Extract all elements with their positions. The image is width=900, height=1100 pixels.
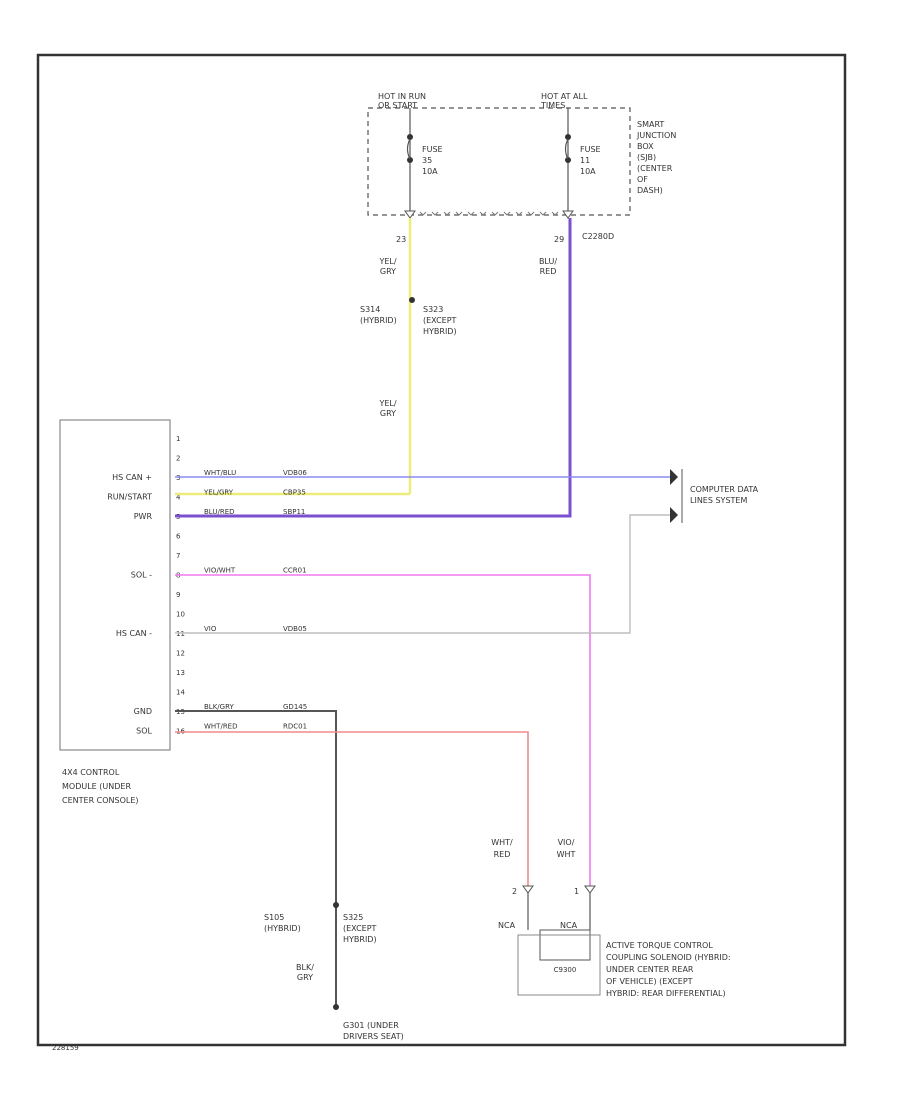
connector-c2280d: C2280D: [582, 232, 614, 241]
fuse-35-element: [406, 138, 411, 160]
module-signal-label: HS CAN +: [112, 473, 152, 482]
module-signal-label: SOL: [136, 727, 152, 736]
splice-s314-s323: [409, 297, 415, 303]
wire-circuit-label: RDC01: [283, 723, 307, 731]
pin-23-terminal: [404, 210, 416, 219]
connector-tooth: [503, 211, 511, 216]
module-signal-label: PWR: [134, 512, 153, 521]
wire-circuit-label: SBP11: [283, 508, 305, 516]
solenoid-pin-2-label: 2: [512, 887, 517, 896]
pin-23-label: 23: [396, 235, 406, 244]
wire-color-label: VIO/WHT: [204, 567, 236, 575]
wire-color-label: BLU/RED: [204, 508, 235, 516]
solenoid-conn-left: NCA: [498, 921, 516, 930]
solenoid-pin-2-terminal: [522, 885, 534, 894]
arrow-hs-can-plus: [670, 469, 678, 485]
wire-circuit-label: GD145: [283, 703, 307, 711]
module-pin-7: 7: [176, 552, 180, 560]
module-pin-13: 13: [176, 669, 185, 677]
connector-tooth: [491, 211, 499, 216]
connector-tooth: [455, 211, 463, 216]
solenoid-box: [517, 934, 601, 996]
wire-circuit-label: CCR01: [283, 567, 307, 575]
ground-g301-node: [333, 1004, 339, 1010]
connector-tooth: [527, 211, 535, 216]
connector-tooth: [467, 211, 475, 216]
module-pin-12: 12: [176, 650, 185, 658]
label-blu-red-top: BLU/RED: [539, 257, 557, 276]
module-signal-label: GND: [134, 707, 152, 716]
module-pin-4: 4: [176, 494, 181, 502]
wire-circuit-label: CBP35: [283, 489, 306, 497]
module-signal-label: RUN/START: [107, 493, 152, 502]
wire-color-label: YEL/GRY: [203, 489, 234, 497]
module-pin-10: 10: [176, 611, 185, 619]
wire-circuit-label: VDB05: [283, 625, 307, 633]
wire-circuit-label: VDB06: [283, 469, 307, 477]
wire-blu-red: [175, 218, 572, 518]
solenoid-coil-box: [539, 929, 591, 961]
module-pin-9: 9: [176, 591, 180, 599]
label-yel-gry-top: YEL/GRY: [378, 257, 396, 276]
wire-color-label: VIO: [204, 625, 217, 633]
module-signal-label: HS CAN -: [116, 629, 152, 638]
module-box: [59, 419, 171, 751]
fuse-35-top-node: [407, 134, 413, 140]
label-vio-wht: VIO/WHT: [557, 838, 576, 859]
solenoid-pin-1-terminal: [584, 885, 596, 894]
fuse-35-bottom-node: [407, 157, 413, 163]
label-blk-gry: BLK/GRY: [296, 963, 314, 982]
solenoid-connector-label: C9300: [554, 966, 577, 974]
fuse-11-bottom-node: [565, 157, 571, 163]
connector-tooth: [551, 211, 559, 216]
solenoid-pin-1-label: 1: [574, 887, 579, 896]
connector-tooth: [419, 211, 427, 216]
wire-color-label: WHT/RED: [204, 723, 238, 731]
label-yel-gry-mid: YEL/GRY: [378, 399, 396, 418]
label-s314: S314(HYBRID): [360, 305, 397, 325]
arrow-hs-can-minus: [670, 507, 678, 523]
wire-color-label: BLK/GRY: [204, 703, 234, 711]
label-s105: S105(HYBRID): [264, 913, 301, 933]
pin-29-terminal: [562, 210, 574, 219]
connector-tooth: [479, 211, 487, 216]
label-wht-red: WHT/RED: [491, 838, 513, 859]
wire-blk-gry: [175, 710, 337, 1005]
wire-wht-red: [175, 731, 529, 890]
module-pin-3: 3: [176, 474, 180, 482]
solenoid-conn-right: NCA: [560, 921, 578, 930]
sjb-box: [367, 107, 631, 216]
module-pin-2: 2: [176, 455, 180, 463]
wire-vio-wht: [175, 574, 591, 890]
footer-code: 228159: [52, 1044, 79, 1052]
module-pin-14: 14: [176, 689, 185, 697]
splice-s105-s325: [333, 902, 339, 908]
module-signal-label: SOL -: [131, 571, 152, 580]
wire-vio: [175, 514, 670, 634]
module-pin-11: 11: [176, 630, 185, 638]
connector-tooth: [539, 211, 547, 216]
module-pin-6: 6: [176, 533, 181, 541]
connector-tooth: [431, 211, 439, 216]
fuse-11-top-node: [565, 134, 571, 140]
module-pin-1: 1: [176, 435, 180, 443]
connector-tooth: [443, 211, 451, 216]
connector-tooth: [515, 211, 523, 216]
wire-color-label: WHT/BLU: [204, 469, 236, 477]
fuse-11-element: [564, 138, 569, 160]
pin-29-label: 29: [554, 235, 564, 244]
diagram-frame: [36, 53, 847, 1047]
